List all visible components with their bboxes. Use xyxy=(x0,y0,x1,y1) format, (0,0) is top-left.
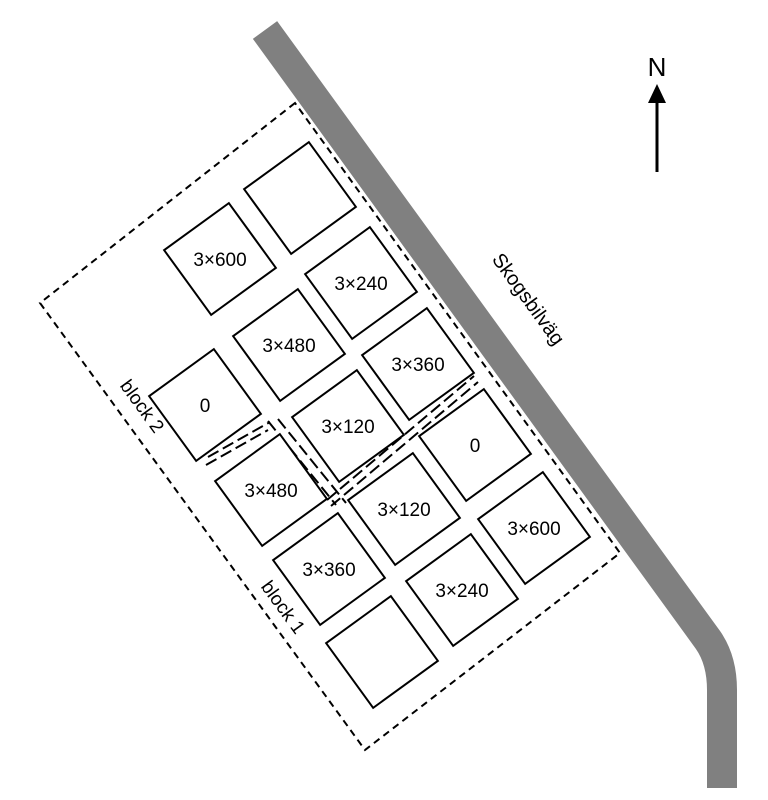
plot-label: 3×240 xyxy=(435,581,488,602)
plot: 3×240 xyxy=(303,225,419,341)
plot-label: 3×600 xyxy=(193,250,246,271)
plot: 3×480 xyxy=(213,432,329,548)
plot: 3×600 xyxy=(162,201,278,317)
plot xyxy=(324,594,440,710)
plot-label: 3×120 xyxy=(321,417,374,438)
plot: 3×120 xyxy=(346,451,462,567)
plot-label: 0 xyxy=(200,396,211,417)
plot-label: 3×120 xyxy=(377,500,430,521)
plot: 3×480 xyxy=(231,287,347,403)
plot: 3×120 xyxy=(290,368,406,484)
plot-label: 3×240 xyxy=(334,274,387,295)
plot: 0 xyxy=(417,387,533,503)
plot: 3×360 xyxy=(271,511,387,627)
plot-label: 3×480 xyxy=(262,336,315,357)
forest-road xyxy=(252,21,737,788)
plot: 3×360 xyxy=(360,306,476,422)
plot-label: 3×360 xyxy=(391,355,444,376)
plot: 0 xyxy=(147,347,263,463)
trial-boundary xyxy=(38,101,622,752)
plot: 3×600 xyxy=(476,470,592,586)
north-label: N xyxy=(648,52,667,82)
plot xyxy=(242,140,358,256)
plot: 3×240 xyxy=(404,532,520,648)
north-arrow: N xyxy=(648,52,667,172)
plot-label: 0 xyxy=(470,436,481,457)
plot-label: 3×600 xyxy=(507,519,560,540)
plot-label: 3×360 xyxy=(302,560,355,581)
north-arrowhead-icon xyxy=(648,84,666,103)
plot-label: 3×480 xyxy=(244,481,297,502)
